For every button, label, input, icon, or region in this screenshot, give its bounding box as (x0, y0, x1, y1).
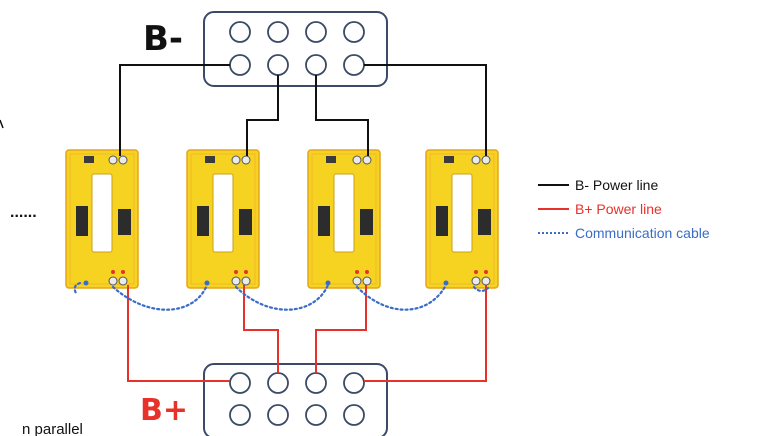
communication-cables (73, 281, 490, 311)
b-minus-label: B- (143, 19, 183, 59)
legend-label-b-minus: B- Power line (575, 177, 658, 193)
legend: B- Power line B+ Power line Communicatio… (538, 177, 710, 241)
battery-module-1 (65, 149, 139, 289)
legend-item-communication: Communication cable (538, 225, 710, 241)
legend-item-b-minus: B- Power line (538, 177, 658, 193)
battery-module-2 (186, 149, 260, 289)
edge-mark-top (0, 119, 4, 129)
b-minus-power-lines (119, 64, 487, 156)
more-modules-ellipsis: ...... (10, 204, 37, 221)
b-plus-power-lines (127, 285, 487, 382)
caption-fragment: n parallel (22, 421, 83, 436)
legend-item-b-plus: B+ Power line (538, 201, 662, 217)
b-plus-label: B+ (140, 393, 188, 428)
battery-module-3 (307, 149, 381, 289)
b-plus-busbar (203, 363, 388, 436)
battery-module-4 (425, 149, 499, 289)
legend-label-b-plus: B+ Power line (575, 201, 662, 217)
b-minus-busbar (203, 11, 388, 87)
legend-label-communication: Communication cable (575, 225, 710, 241)
